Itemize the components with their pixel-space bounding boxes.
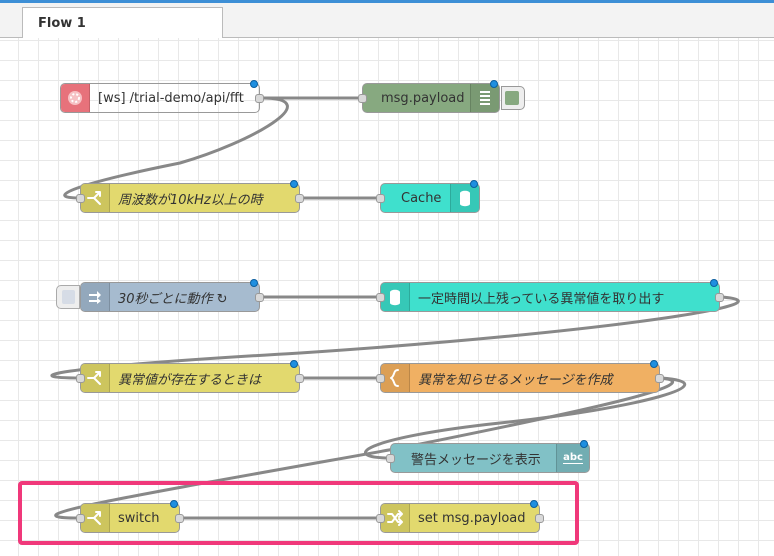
top-accent-line — [0, 0, 774, 3]
output-port[interactable] — [295, 194, 304, 203]
node-label: 異常を知らせるメッセージを作成 — [418, 372, 613, 388]
input-port[interactable] — [358, 94, 367, 103]
tab-flow-1[interactable]: Flow 1 — [22, 7, 223, 39]
switch-icon — [81, 504, 110, 532]
input-port[interactable] — [376, 194, 385, 203]
debug-node[interactable]: msg.payload — [358, 80, 500, 113]
output-port[interactable] — [175, 514, 184, 523]
node-label: switch — [118, 510, 160, 526]
flow-workspace[interactable]: [ws] /trial-demo/api/fft msg.payload 周波数… — [0, 38, 774, 556]
input-port[interactable] — [76, 194, 85, 203]
output-port[interactable] — [255, 293, 264, 302]
input-port[interactable] — [376, 514, 385, 523]
websocket-in-node[interactable]: [ws] /trial-demo/api/fft — [60, 80, 264, 113]
inject-trigger-button[interactable] — [56, 285, 80, 309]
changed-indicator — [580, 440, 588, 448]
output-port[interactable] — [715, 293, 724, 302]
input-port[interactable] — [76, 374, 85, 383]
input-port[interactable] — [376, 374, 385, 383]
debug-list-icon — [470, 84, 499, 112]
node-label: 一定時間以上残っている異常値を取り出す — [418, 291, 665, 307]
highlight-box — [18, 481, 579, 545]
output-port[interactable] — [535, 514, 544, 523]
node-label: set msg.payload — [418, 510, 526, 526]
changed-indicator — [650, 360, 658, 368]
database-icon — [450, 184, 479, 212]
change-node[interactable]: set msg.payload — [376, 500, 544, 533]
database-icon — [381, 283, 410, 311]
changed-indicator — [170, 500, 178, 508]
inject-node[interactable]: 30秒ごとに動作 ↻ — [80, 279, 264, 312]
input-port[interactable] — [76, 514, 85, 523]
wires-layer — [50, 96, 740, 520]
changed-indicator — [490, 80, 498, 88]
input-port[interactable] — [376, 293, 385, 302]
function-brace-icon — [381, 364, 410, 392]
input-port[interactable] — [386, 454, 395, 463]
changed-indicator — [470, 180, 478, 188]
inject-arrow-icon — [81, 283, 110, 311]
changed-indicator — [290, 360, 298, 368]
switch-node[interactable]: switch — [76, 500, 184, 533]
cache-node[interactable]: Cache — [376, 180, 480, 213]
wire-function-to-template — [363, 376, 687, 460]
tab-bar: Flow 1 — [0, 3, 774, 39]
template-node[interactable]: 警告メッセージを表示 abc — [386, 440, 590, 473]
node-label: 周波数が10kHz以上の時 — [118, 192, 263, 208]
node-label: Cache — [401, 190, 442, 206]
function-node[interactable]: 異常を知らせるメッセージを作成 — [376, 360, 664, 393]
change-shuffle-icon — [381, 504, 410, 532]
changed-indicator — [530, 500, 538, 508]
switch-node-frequency[interactable]: 周波数が10kHz以上の時 — [76, 180, 304, 213]
output-port[interactable] — [295, 374, 304, 383]
output-port[interactable] — [655, 374, 664, 383]
switch-icon — [81, 364, 110, 392]
debug-toggle-button[interactable] — [501, 86, 525, 110]
abc-icon: abc — [556, 444, 589, 472]
output-port[interactable] — [255, 94, 264, 103]
switch-node-anomaly[interactable]: 異常値が存在するときは — [76, 360, 304, 393]
database-query-node[interactable]: 一定時間以上残っている異常値を取り出す — [376, 279, 724, 312]
changed-indicator — [250, 279, 258, 287]
node-label: 異常値が存在するときは — [118, 372, 262, 388]
node-label: 警告メッセージを表示 — [411, 452, 541, 468]
switch-icon — [81, 184, 110, 212]
changed-indicator — [250, 80, 258, 88]
wire-db-to-switch2 — [50, 295, 740, 380]
changed-indicator — [290, 180, 298, 188]
node-label: [ws] /trial-demo/api/fft — [98, 90, 244, 106]
node-label: msg.payload — [381, 90, 465, 106]
changed-indicator — [710, 279, 718, 287]
node-label: 30秒ごとに動作 ↻ — [118, 291, 228, 307]
wire-ws-to-switch1 — [63, 96, 289, 200]
websocket-icon — [61, 84, 90, 112]
